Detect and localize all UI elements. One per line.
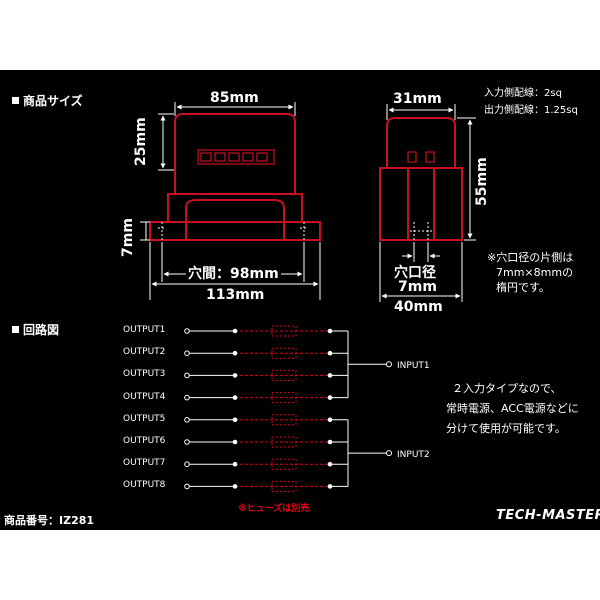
junction-dot bbox=[232, 373, 238, 378]
input2-label: INPUT2 bbox=[397, 450, 430, 460]
junction-dot bbox=[232, 328, 238, 334]
dim-total-width: 113mm bbox=[206, 287, 265, 303]
junction-dot bbox=[327, 350, 333, 356]
front-view bbox=[149, 113, 321, 241]
junction-dot bbox=[327, 484, 333, 489]
output-label: OUTPUT6 bbox=[123, 436, 166, 446]
front-foot-left bbox=[149, 221, 187, 241]
size-section-title: 商品サイズ bbox=[12, 92, 83, 109]
junction-dot bbox=[232, 350, 238, 356]
size-section-label: 商品サイズ bbox=[23, 94, 83, 108]
dim-height-top: 25mm bbox=[133, 117, 149, 166]
junction-dot bbox=[327, 439, 333, 445]
description-line-1: ２入力タイプなので、 bbox=[452, 382, 562, 395]
dim-side-height: 55mm bbox=[474, 157, 490, 206]
output-label: OUTPUT4 bbox=[123, 391, 166, 402]
junction-dot bbox=[327, 328, 333, 334]
output-wire-spec: 出力側配線：1.25sq bbox=[484, 105, 578, 116]
output-terminal bbox=[184, 461, 190, 468]
side-body-top bbox=[386, 117, 456, 169]
junction-dot bbox=[232, 395, 238, 400]
output-label: OUTPUT1 bbox=[123, 325, 166, 335]
junction-dot bbox=[327, 373, 333, 378]
description-line-2: 常時電源、ACC電源などに bbox=[446, 402, 579, 415]
circuit-section-label: 回路図 bbox=[23, 323, 60, 337]
output-label: OUTPUT2 bbox=[123, 347, 166, 358]
output-terminal bbox=[184, 350, 190, 357]
output-label: OUTPUT5 bbox=[123, 413, 166, 424]
dim-width-top: 85mm bbox=[210, 90, 259, 106]
junction-dot bbox=[327, 461, 333, 467]
junction-dot bbox=[327, 395, 333, 400]
output-terminal bbox=[184, 417, 190, 423]
dim-hole-pitch: 穴間：98mm bbox=[186, 263, 281, 283]
fuse-symbol bbox=[271, 369, 297, 381]
input1-label: INPUT1 bbox=[397, 361, 430, 371]
junction-dot bbox=[232, 484, 238, 489]
output-terminal bbox=[184, 328, 190, 334]
fuse-symbol bbox=[271, 325, 297, 337]
circuit-section-title: 回路図 bbox=[12, 321, 59, 338]
fuse-slots bbox=[197, 149, 275, 165]
junction-dot bbox=[232, 439, 238, 445]
dim-hole-diameter: 7mm bbox=[398, 279, 437, 295]
junction-dot bbox=[232, 461, 238, 467]
dim-side-width: 31mm bbox=[393, 91, 442, 107]
input1-terminal bbox=[386, 361, 392, 368]
hole-note-line-3: 楕円です。 bbox=[496, 281, 550, 294]
mount-holes bbox=[158, 222, 308, 240]
output-terminal bbox=[184, 372, 190, 379]
output-terminal bbox=[184, 483, 190, 490]
product-number: 商品番号：IZ281 bbox=[4, 514, 95, 527]
junction-dot bbox=[327, 417, 333, 423]
dim-hole-diameter-label: 穴口径 bbox=[392, 262, 438, 282]
fuse-symbol bbox=[271, 392, 297, 404]
brand-logo: TECH-MASTER bbox=[496, 508, 600, 523]
fuse-symbol bbox=[271, 436, 297, 448]
side-post bbox=[407, 168, 435, 240]
input-wire-spec: 入力側配線：2sq bbox=[484, 88, 562, 99]
fuse-symbol bbox=[271, 458, 297, 470]
front-body-lower bbox=[167, 193, 303, 223]
side-terminals bbox=[407, 151, 435, 163]
fuse-symbol bbox=[271, 414, 297, 426]
side-view bbox=[379, 117, 463, 241]
circuit-diagram bbox=[184, 325, 392, 492]
output-label: OUTPUT7 bbox=[123, 458, 166, 469]
side-dimensions bbox=[379, 104, 476, 302]
spec-panel bbox=[0, 70, 600, 530]
hole-note-line-2: 7mm×8mmの bbox=[496, 266, 574, 279]
front-arch bbox=[185, 199, 285, 222]
fuse-symbol bbox=[271, 480, 297, 492]
dim-foot-height: 7mm bbox=[120, 218, 136, 257]
side-hole bbox=[410, 222, 432, 240]
output-label: OUTPUT8 bbox=[123, 480, 166, 491]
output-terminal bbox=[184, 394, 190, 401]
front-foot-right bbox=[283, 221, 321, 241]
fuse-symbol bbox=[271, 347, 297, 359]
hole-note-line-1: ※穴口径の片側は bbox=[487, 251, 574, 264]
description-line-3: 分けて使用が可能です。 bbox=[446, 422, 566, 435]
fuse-note: ※ヒューズは別売 bbox=[238, 504, 310, 514]
junction-dot bbox=[232, 417, 238, 423]
output-terminal bbox=[184, 439, 190, 445]
output-label: OUTPUT3 bbox=[123, 369, 166, 380]
input2-terminal bbox=[386, 450, 392, 457]
side-body-lower bbox=[379, 167, 463, 241]
dim-side-base: 40mm bbox=[394, 299, 443, 315]
